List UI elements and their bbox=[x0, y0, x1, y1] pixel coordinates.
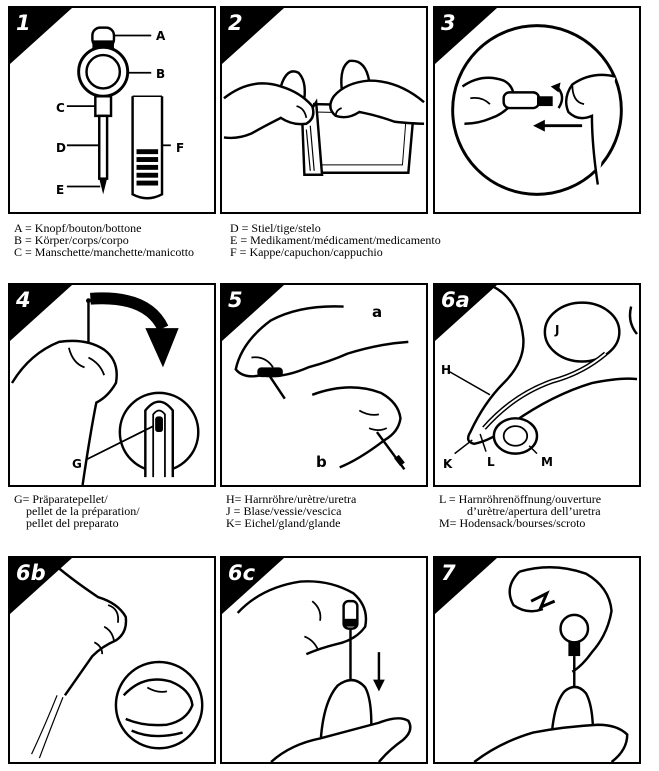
legend-item-G-it: pellet del preparato bbox=[26, 516, 119, 530]
legend-device-parts-right: D = Stiel/tige/stelo E = Medikament/médi… bbox=[230, 222, 441, 258]
panel-5-hold-applicator: 5 a b bbox=[220, 283, 428, 487]
panel-4-check-pellet: 4 G bbox=[8, 283, 216, 487]
legend-device-parts-left: A = Knopf/bouton/bottone B = Körper/corp… bbox=[14, 222, 194, 258]
label-b: b bbox=[316, 453, 327, 471]
legend-anatomy-middle: H= Harnröhre/urètre/uretra J = Blase/ves… bbox=[226, 493, 356, 529]
legend-item-B: B = Körper/corps/corpo bbox=[14, 233, 129, 247]
panel-6a-anatomy: 6a H J K L M bbox=[433, 283, 641, 487]
panel-6c-insert: 6c bbox=[220, 556, 428, 764]
step-badge: 6b bbox=[10, 558, 72, 614]
legend-pellet: G= Präparatepellet/ pellet de la prépara… bbox=[14, 493, 140, 529]
panel-6b-prepare: 6b bbox=[8, 556, 216, 764]
legend-anatomy-right: L = Harnröhrenöffnung/ouverture d’urètre… bbox=[439, 493, 601, 529]
step-number: 5 bbox=[228, 288, 243, 312]
step-number: 3 bbox=[441, 11, 456, 35]
legend-item-D: D = Stiel/tige/stelo bbox=[230, 221, 321, 235]
legend-item-K: K= Eichel/gland/glande bbox=[226, 516, 341, 530]
insert-applicator-illustration bbox=[236, 580, 412, 762]
legend-item-H: H= Harnröhre/urètre/uretra bbox=[226, 492, 357, 506]
label-E: E bbox=[56, 183, 65, 197]
step-badge: 5 bbox=[222, 285, 284, 341]
prepare-illustration bbox=[31, 559, 204, 759]
step-number: 6a bbox=[441, 288, 470, 312]
check-pellet-illustration bbox=[10, 292, 200, 485]
legend-item-M: M= Hodensack/bourses/scroto bbox=[439, 516, 586, 530]
label-J: J bbox=[555, 323, 560, 337]
anatomy-illustration bbox=[448, 285, 638, 455]
label-M: M bbox=[541, 455, 553, 469]
label-G: G bbox=[72, 457, 82, 471]
legend-item-G: G= Präparatepellet/ bbox=[14, 492, 108, 506]
panel-1-device-parts: 1 A B C D E F bbox=[8, 6, 216, 214]
step-number: 6c bbox=[228, 561, 256, 585]
label-L: L bbox=[487, 455, 495, 469]
step-badge: 2 bbox=[222, 8, 284, 64]
legend-item-J: J = Blase/vessie/vescica bbox=[226, 504, 342, 518]
label-B: B bbox=[156, 67, 166, 81]
hold-applicator-illustration bbox=[234, 305, 409, 471]
panel-2-open-pouch: 2 bbox=[220, 6, 428, 214]
legend-item-C: C = Manschette/manchette/manicotto bbox=[14, 245, 195, 259]
label-H: H bbox=[441, 363, 452, 377]
legend-item-E: E = Medikament/médicament/medicamento bbox=[230, 233, 441, 247]
applicator-illustration bbox=[66, 26, 171, 200]
legend-item-L: L = Harnröhrenöffnung/ouverture bbox=[439, 492, 602, 506]
step-number: 4 bbox=[16, 288, 31, 312]
step-number: 1 bbox=[16, 11, 31, 35]
legend-item-L-cont: d’urètre/apertura dell’uretra bbox=[467, 504, 601, 518]
step-number: 2 bbox=[228, 11, 243, 35]
step-badge: 4 bbox=[10, 285, 72, 341]
step-badge: 6a bbox=[435, 285, 497, 341]
panel-3-remove-cap: 3 bbox=[433, 6, 641, 214]
step-badge: 3 bbox=[435, 8, 497, 64]
step-badge: 6c bbox=[222, 558, 284, 614]
label-C: C bbox=[56, 101, 65, 115]
remove-cap-illustration bbox=[451, 24, 623, 196]
step-badge: 7 bbox=[435, 558, 497, 614]
panel-7-press-button: 7 bbox=[433, 556, 641, 764]
step-number: 6b bbox=[16, 561, 46, 585]
legend-item-G-fr: pellet de la préparation/ bbox=[26, 504, 140, 518]
step-badge: 1 bbox=[10, 8, 72, 64]
label-A: A bbox=[156, 29, 166, 43]
press-button-illustration bbox=[473, 566, 629, 762]
legend-item-A: A = Knopf/bouton/bottone bbox=[14, 221, 142, 235]
step-number: 7 bbox=[441, 561, 456, 585]
label-F: F bbox=[176, 141, 185, 155]
label-a: a bbox=[372, 303, 383, 321]
legend-item-F: F = Kappe/capuchon/cappuchio bbox=[230, 245, 383, 259]
label-D: D bbox=[56, 141, 66, 155]
hands-opening-pouch-illustration bbox=[223, 59, 425, 176]
label-K: K bbox=[443, 457, 453, 471]
